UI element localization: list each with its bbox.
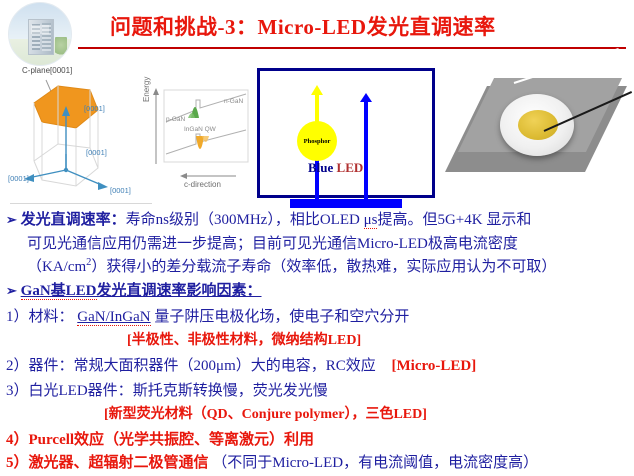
bullet1-text-a: 寿命ns级别（300MHz），相比OLED xyxy=(125,212,364,228)
logo-tree xyxy=(55,37,67,57)
bullet1-row3-b: ）获得小的差分载流子寿命（效率低，散热难，实际应用认为不可取） xyxy=(91,259,557,275)
blue-led-label-blue: Blue xyxy=(308,160,334,175)
band-c-direction-label: c-direction xyxy=(184,180,221,189)
band-diagram-svg xyxy=(153,88,249,179)
item3-number: 3） xyxy=(6,383,29,399)
list-item-2: 2）器件：常规大面积器件（200μm）大的电容，RC效应 [Micro-LED] xyxy=(6,354,476,375)
phosphor-led-diagram: Phosphor Blue LED xyxy=(257,68,435,208)
slide-header: 问题和挑战-3：Micro-LED发光直调速率 xyxy=(0,0,634,66)
item1-emphasis: [半极性、非极性材料，微纳结构LED] xyxy=(127,333,362,348)
item1-text: 量子阱压电极化场，使电子和空穴分开 xyxy=(154,309,410,325)
blue-led-label: Blue LED xyxy=(308,160,363,176)
logo-building xyxy=(28,19,54,55)
phosphor-emission-beam xyxy=(315,93,319,125)
bullet1-row3-a: （KA/cm xyxy=(27,259,87,275)
bullet1-text-b: 提高。但5G+4K 显示和 xyxy=(377,212,532,228)
white-led-package-photo xyxy=(445,48,633,202)
title-divider xyxy=(78,47,626,49)
bullet1-row1: ➢ 发光直调速率：寿命ns级别（300MHz），相比OLED μs提高。但5G+… xyxy=(6,208,531,229)
item2-label: 器件： xyxy=(28,358,74,374)
bullet1-row2: 可见光通信应用仍需进一步提高；目前可见光通信Micro-LED极高电流密度 xyxy=(27,236,518,252)
page-title: 问题和挑战-3：Micro-LED发光直调速率 xyxy=(110,15,496,39)
bullet1-row3-sup: 2 xyxy=(86,257,92,268)
band-n-gan-label: n-GaN xyxy=(224,98,244,105)
list-item-4: 4）Purcell效应（光学共振腔、等离激元）利用 xyxy=(6,428,314,449)
item3-emphasis: [新型荧光材料（QD、Conjure polymer），三色LED] xyxy=(104,407,427,422)
band-energy-axis-label: Energy xyxy=(142,76,151,102)
list-item-3: 3）白光LED器件：斯托克斯转换慢，荧光发光慢 xyxy=(6,379,328,400)
blue-led-label-red: LED xyxy=(336,160,364,175)
item5-text-red: 激光器、超辐射二极管通信 xyxy=(28,455,209,471)
item1-number: 1） xyxy=(6,309,29,325)
bullet2-heading-rest: 发光直调速率影响因素： xyxy=(96,283,262,299)
item5-text-blue: （不同于Micro-LED，有电流阈值，电流密度高） xyxy=(212,455,539,471)
bullet-marker-icon: ➢ xyxy=(6,212,17,227)
item2-number: 2） xyxy=(6,358,29,374)
phosphor-diagram-stage: Phosphor Blue LED xyxy=(260,71,432,208)
band-p-gan-label: p-GaN xyxy=(166,116,186,123)
bullet2-marker-icon: ➢ xyxy=(6,283,17,298)
bullet2-heading-underlined: GaN基LED xyxy=(20,283,97,300)
bullet1-heading: 发光直调速率： xyxy=(20,212,126,228)
figure-band: C-plane[0001] xyxy=(0,48,634,208)
band-qw-label: InGaN QW xyxy=(184,126,216,133)
item4-number: 4） xyxy=(6,432,29,448)
crystal-baseline xyxy=(10,203,152,204)
item1-underlined-term: GaN/InGaN xyxy=(77,309,151,326)
item3-label: 白光LED器件： xyxy=(28,383,133,399)
led-substrate-bar xyxy=(290,199,402,208)
phosphor-sphere: Phosphor xyxy=(297,121,337,161)
item4-text: Purcell效应（光学共振腔、等离激元）利用 xyxy=(28,432,315,448)
item3-text: 斯托克斯转换慢，荧光发光慢 xyxy=(132,383,328,399)
blue-beam-right-arrow xyxy=(360,93,372,102)
item1-label: 材料： xyxy=(28,309,74,325)
crystal-orientation-figure: C-plane[0001] xyxy=(6,58,156,208)
crystal-axis-label-4: [0001] xyxy=(110,186,131,195)
university-building-logo xyxy=(8,2,72,66)
bullet1-unit-us: μs xyxy=(363,212,378,229)
crystal-axis-label-2: [0001] xyxy=(86,148,107,157)
phosphor-emission-arrow xyxy=(311,85,323,95)
crystal-axis-label-1: [0001] xyxy=(84,104,105,113)
crystal-axis-label-3: [0001] xyxy=(8,174,29,183)
bullet2-row: ➢ GaN基LED发光直调速率影响因素： xyxy=(6,279,262,300)
logo-plaque xyxy=(31,25,49,34)
list-item-5: 5）激光器、超辐射二极管通信 （不同于Micro-LED，有电流阈值，电流密度高… xyxy=(6,451,538,472)
item5-number: 5） xyxy=(6,455,29,471)
crystal-caption: C-plane[0001] xyxy=(22,66,73,75)
blue-beam-right xyxy=(364,99,368,199)
item2-tag: [Micro-LED] xyxy=(391,358,477,374)
bullet1-row3: （KA/cm2）获得小的差分载流子寿命（效率低，散热难，实际应用认为不可取） xyxy=(27,255,556,276)
list-item-1: 1）材料： GaN/InGaN 量子阱压电极化场，使电子和空穴分开 xyxy=(6,305,409,326)
item2-text: 常规大面积器件（200μm）大的电容，RC效应 xyxy=(73,358,376,374)
crystal-svg xyxy=(24,79,108,190)
band-diagram-figure: Energy p-GaN n-GaN InGaN QW c-direction xyxy=(140,77,252,196)
photo-phosphor-die xyxy=(518,110,558,140)
